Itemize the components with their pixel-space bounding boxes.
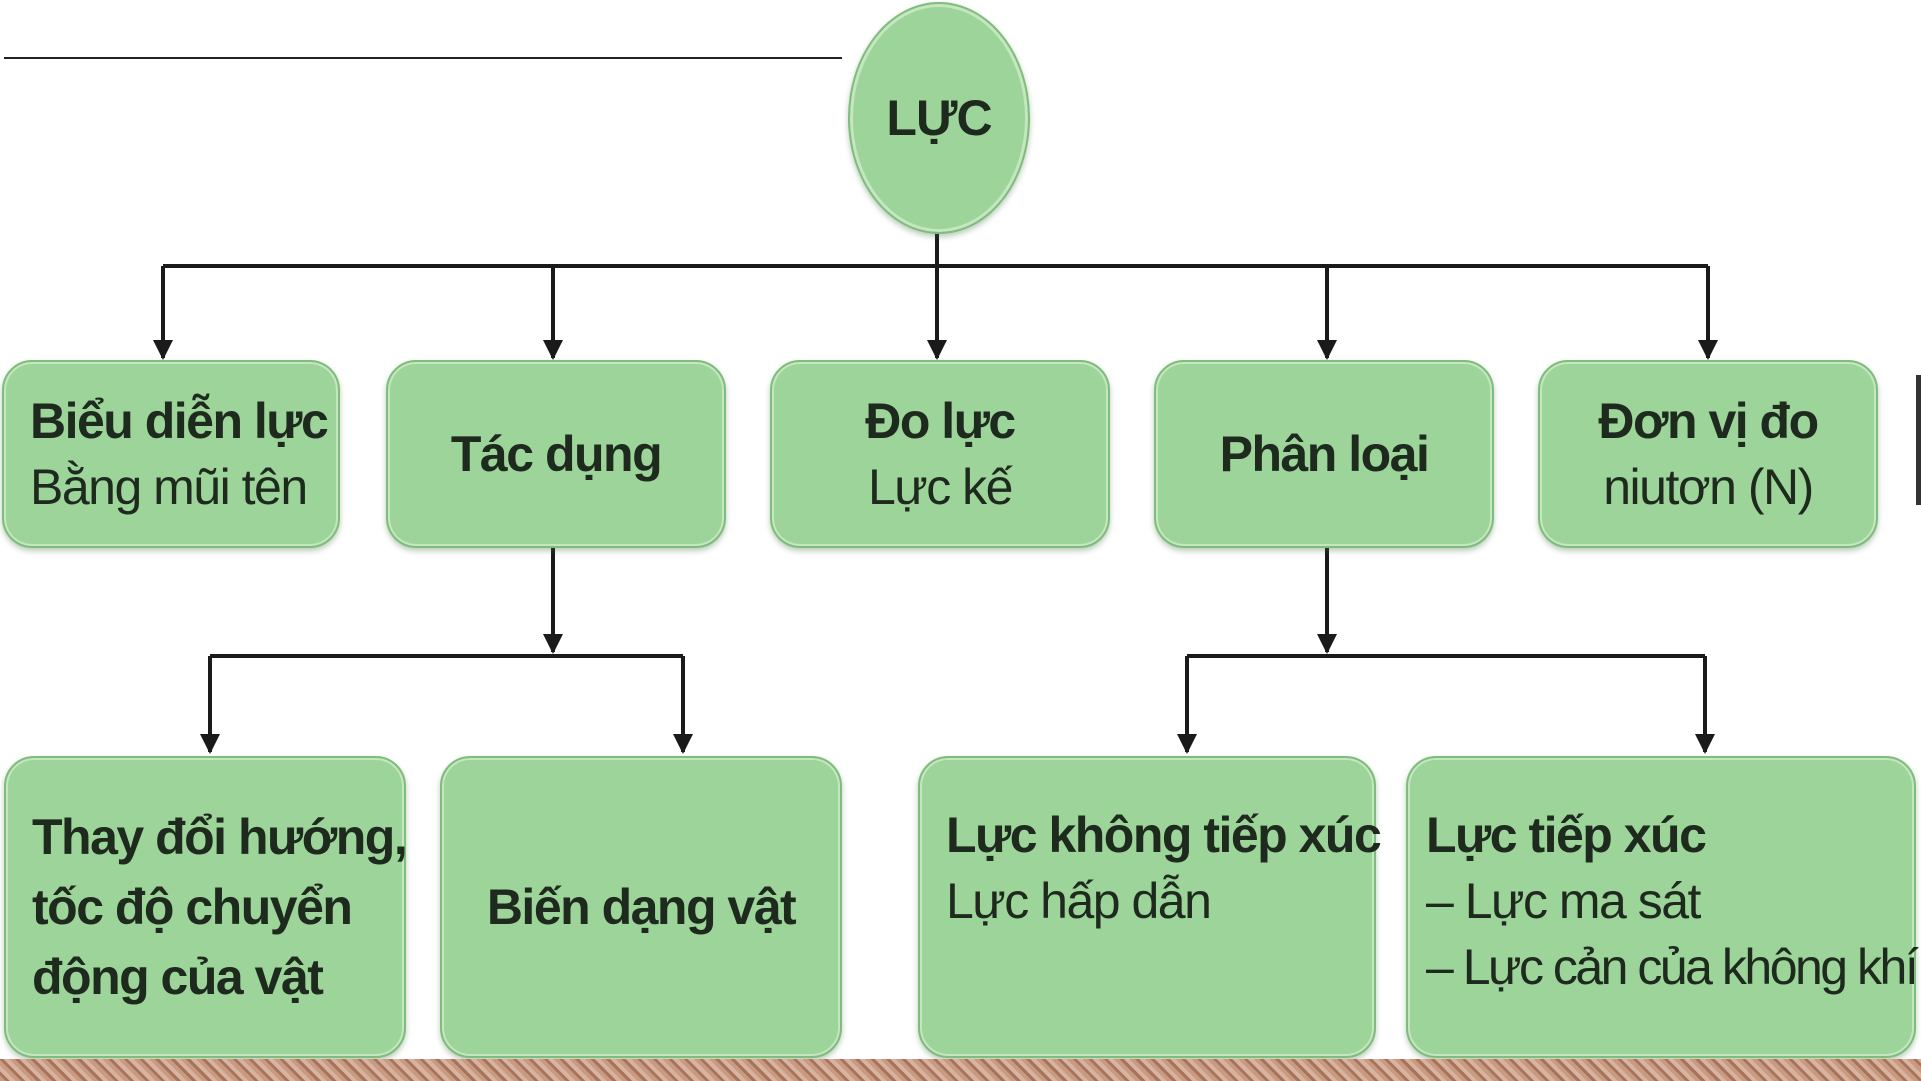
node-luc-khong-tiep-xuc: Lực không tiếp xúc Lực hấp dẫn	[918, 756, 1376, 1058]
node-line-1: Thay đổi hướng,	[32, 802, 404, 872]
node-title: Lực không tiếp xúc	[946, 802, 1374, 868]
node-line-2: tốc độ chuyển	[32, 872, 404, 942]
node-title: Đo lực	[865, 388, 1014, 454]
node-title: Biểu diễn lực	[30, 388, 338, 454]
root-node: LỰC	[848, 2, 1030, 234]
node-don-vi-do: Đơn vị đo niutơn (N)	[1538, 360, 1878, 548]
node-subtitle: niutơn (N)	[1603, 454, 1813, 520]
node-phan-loai: Phân loại	[1154, 360, 1494, 548]
node-subtitle: Bằng mũi tên	[30, 454, 338, 520]
node-bieu-dien-luc: Biểu diễn lực Bằng mũi tên	[2, 360, 340, 548]
node-thay-doi-huong: Thay đổi hướng, tốc độ chuyển động của v…	[4, 756, 406, 1058]
node-title: Phân loại	[1220, 421, 1429, 487]
node-title: Biến dạng vật	[487, 874, 795, 940]
node-title: Lực tiếp xúc	[1426, 802, 1914, 868]
root-label: LỰC	[886, 89, 991, 147]
top-rule	[4, 57, 842, 59]
node-bien-dang-vat: Biến dạng vật	[440, 756, 842, 1058]
node-luc-tiep-xuc: Lực tiếp xúc – Lực ma sát – Lực cản của …	[1406, 756, 1916, 1058]
node-line-3: – Lực cản của không khí	[1426, 934, 1914, 1000]
node-do-luc: Đo lực Lực kế	[770, 360, 1110, 548]
right-edge-mark	[1916, 375, 1921, 505]
node-tac-dung: Tác dụng	[386, 360, 726, 548]
node-title: Tác dụng	[451, 421, 661, 487]
node-title: Đơn vị đo	[1598, 388, 1817, 454]
node-line-2: – Lực ma sát	[1426, 868, 1914, 934]
footer-texture-strip	[0, 1059, 1921, 1081]
node-subtitle: Lực kế	[868, 454, 1012, 520]
node-line-3: động của vật	[32, 942, 404, 1012]
node-subtitle: Lực hấp dẫn	[946, 868, 1374, 934]
